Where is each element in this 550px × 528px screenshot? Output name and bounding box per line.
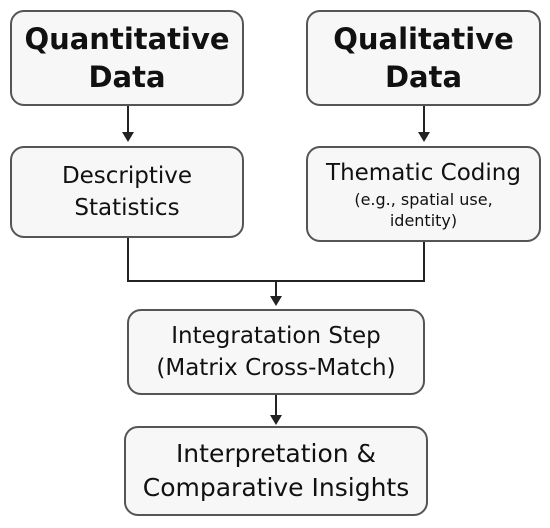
thematic-coding-line1: Thematic Coding: [326, 160, 521, 186]
interpretation-line1: Interpretation &: [175, 439, 377, 468]
qualitative-data-node: Qualitative Data: [306, 10, 541, 106]
qualitative-data-line1: Qualitative: [333, 22, 514, 56]
quantitative-data-node: Quantitative Data: [10, 10, 244, 106]
interpretation-line2: Comparative Insights: [142, 473, 410, 502]
arrowhead-descriptive: [122, 132, 134, 142]
connector-qual-to-thematic: [423, 106, 425, 132]
quantitative-data-line1: Quantitative: [24, 22, 230, 56]
connector-descriptive-down: [127, 238, 129, 282]
connector-quant-to-descriptive: [127, 106, 129, 132]
interpretation-node: Interpretation & Comparative Insights: [124, 426, 428, 516]
integration-step-line2: (Matrix Cross-Match): [156, 355, 396, 381]
connector-integration-to-interpretation: [275, 395, 277, 415]
qualitative-data-line2: Data: [384, 60, 463, 94]
thematic-coding-sub1: (e.g., spatial use,: [354, 190, 493, 209]
thematic-coding-sub2: identity): [389, 211, 458, 230]
arrowhead-interpretation: [270, 415, 282, 425]
thematic-coding-node: Thematic Coding (e.g., spatial use, iden…: [306, 146, 541, 242]
quantitative-data-line2: Data: [88, 60, 166, 94]
connector-thematic-down: [423, 242, 425, 282]
descriptive-statistics-line1: Descriptive: [61, 163, 193, 189]
descriptive-statistics-node: Descriptive Statistics: [10, 146, 244, 238]
integration-step-line1: Integratation Step: [171, 323, 381, 349]
integration-step-node: Integratation Step (Matrix Cross-Match): [127, 309, 425, 395]
connector-merge-to-integration: [275, 280, 277, 296]
arrowhead-thematic: [418, 132, 430, 142]
descriptive-statistics-line2: Statistics: [74, 195, 180, 221]
arrowhead-integration: [270, 296, 282, 306]
